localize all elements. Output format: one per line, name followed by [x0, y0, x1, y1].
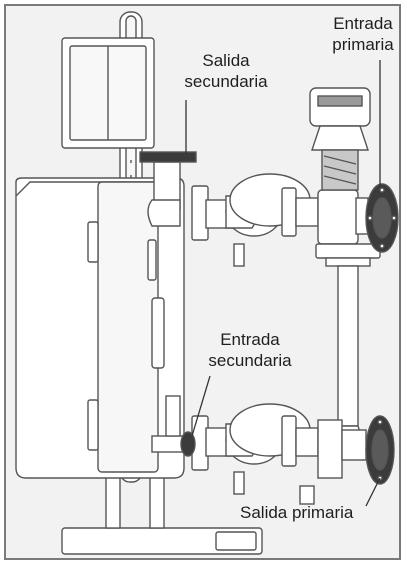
base-stand	[61, 469, 263, 555]
bypass-pipe	[331, 265, 365, 447]
label-line: primaria	[332, 35, 394, 54]
label-line: secundaria	[208, 351, 292, 370]
label-line: Entrada	[333, 14, 393, 33]
secondary-inlet-connection	[151, 395, 196, 457]
label-salida-secundaria: Salida secundaria	[166, 50, 286, 92]
label-line: Salida	[202, 51, 250, 70]
label-entrada-primaria: Entrada primaria	[322, 13, 404, 55]
control-box	[61, 37, 155, 149]
secondary-outlet-pipe	[139, 151, 197, 227]
insulation-housing	[15, 177, 185, 479]
label-line: secundaria	[184, 72, 268, 91]
leader-entrada-secundaria	[191, 375, 211, 437]
lower-pump-group	[191, 403, 367, 505]
leader-lines	[185, 60, 381, 507]
leader-salida-primaria	[365, 477, 381, 507]
mixing-valve-actuator	[309, 87, 381, 267]
label-salida-primaria: Salida primaria	[240, 503, 354, 522]
primary-outlet-flange	[365, 415, 395, 485]
label-line: Entrada	[220, 330, 280, 349]
label-entrada-secundaria: Entrada secundaria	[180, 329, 320, 371]
primary-inlet-flange	[355, 183, 399, 253]
upper-pump-group	[191, 173, 359, 267]
